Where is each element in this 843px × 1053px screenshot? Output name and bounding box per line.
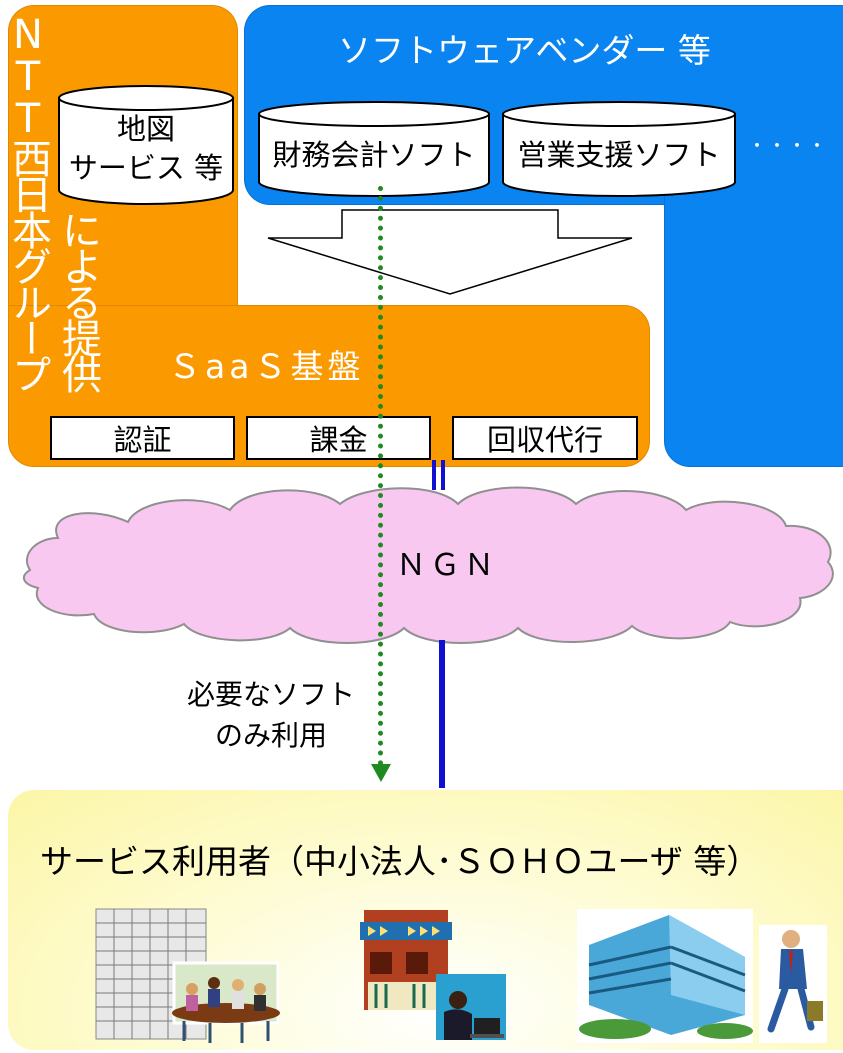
function-authentication: 認証 — [50, 416, 235, 460]
function-collection-agency: 回収代行 — [452, 416, 638, 460]
arrow-down-icon — [371, 764, 391, 782]
ngn-user-link — [439, 640, 445, 788]
accounting-software-label: 財務会計ソフト — [272, 138, 476, 172]
provider-suffix: による提供 — [55, 210, 101, 390]
map-service-line1: 地図 — [116, 112, 175, 146]
saas-ngn-connector — [432, 460, 436, 490]
building-businessman-illustration — [577, 909, 827, 1043]
ngn-cloud — [22, 486, 834, 644]
saas-ngn-connector-2 — [441, 460, 445, 490]
users-title: サービス利用者（中小法人･ＳＯＨＯユーザ 等） — [40, 842, 760, 881]
software-usage-path — [378, 186, 383, 766]
vendor-panel-right — [664, 150, 843, 467]
provider-group-name: NTT西日本グループ — [5, 12, 51, 390]
vendor-title: ソフトウェアベンダー 等 — [338, 31, 711, 70]
usage-note: 必要なソフト のみ利用 — [176, 675, 366, 756]
sales-software-label: 営業支援ソフト — [517, 138, 721, 172]
accounting-software-database — [258, 101, 490, 197]
saas-platform-title: ＳaaＳ基盤 — [168, 347, 365, 386]
function-billing: 課金 — [246, 416, 431, 460]
usage-note-line1: 必要なソフト — [186, 678, 355, 711]
delivery-arrow-icon — [267, 209, 633, 295]
map-service-line2: サービス 等 — [68, 151, 224, 186]
usage-note-line2: のみ利用 — [214, 718, 327, 752]
sales-software-database — [502, 101, 736, 197]
office-meeting-illustration — [95, 908, 280, 1043]
shop-worker-illustration — [360, 910, 506, 1040]
vendor-ellipsis: ・・・・ — [748, 136, 828, 157]
map-service-database — [58, 85, 234, 205]
ngn-label: ＮＧＮ — [396, 548, 498, 583]
map-service-label: 地図 サービス 等 — [56, 110, 236, 188]
